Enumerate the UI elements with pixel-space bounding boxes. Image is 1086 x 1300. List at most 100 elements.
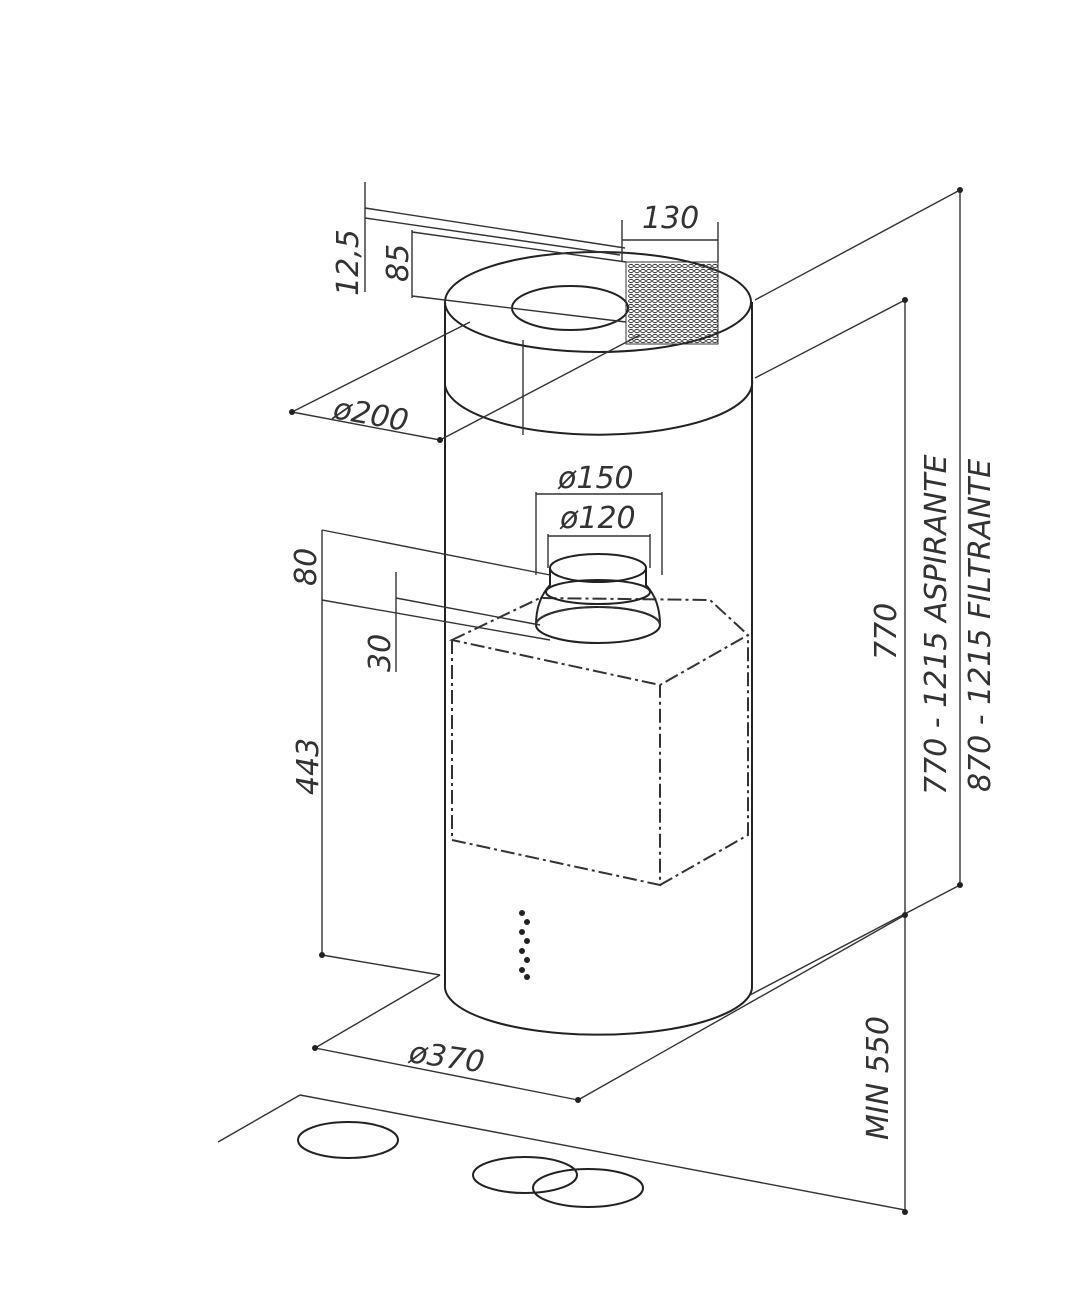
grille-slot <box>670 328 676 334</box>
grille-slot <box>664 323 670 329</box>
grille-slot <box>646 273 652 279</box>
grille-slot <box>664 303 670 309</box>
grille-slot <box>682 298 688 304</box>
grille-slot <box>640 338 646 344</box>
grille-slot <box>640 298 646 304</box>
grille-slot <box>646 323 652 329</box>
grille-slot <box>706 333 712 339</box>
grille-slot <box>700 308 706 314</box>
grille-slot <box>634 293 640 299</box>
grille-slot <box>652 288 658 294</box>
grille-slot <box>700 263 706 269</box>
grille-slot <box>640 328 646 334</box>
outlet-duct <box>535 553 661 644</box>
grille-slot <box>694 323 700 329</box>
grille-slot <box>706 303 712 309</box>
grille-slot <box>712 278 718 284</box>
label-aspirante-range: 770 - 1215 ASPIRANTE <box>919 454 954 795</box>
grille-slot <box>706 283 712 289</box>
grille-slot <box>646 293 652 299</box>
grille-slot <box>634 303 640 309</box>
grille-slot <box>694 263 700 269</box>
grille-slot <box>688 303 694 309</box>
grille-slot <box>664 313 670 319</box>
grille-slot <box>664 298 670 304</box>
grille-slot <box>664 308 670 314</box>
grille-slot <box>634 328 640 334</box>
grille-slot <box>694 273 700 279</box>
grille-slot <box>676 328 682 334</box>
grille-slot <box>658 313 664 319</box>
grille-slot <box>664 318 670 324</box>
grille-slot <box>670 323 676 329</box>
grille-slot <box>628 328 634 334</box>
grille-slot <box>682 293 688 299</box>
grille-slot <box>688 268 694 274</box>
grille-slot <box>712 338 718 344</box>
grille-slot <box>670 263 676 269</box>
grille-slot <box>700 318 706 324</box>
grille-slot <box>712 268 718 274</box>
grille-slot <box>640 323 646 329</box>
grille-slot <box>682 308 688 314</box>
grille-slot <box>664 288 670 294</box>
grille-slot <box>676 313 682 319</box>
label-min-clearance: MIN 550 <box>861 1016 896 1140</box>
grille-slot <box>712 308 718 314</box>
grille-slot <box>640 313 646 319</box>
grille-slot <box>682 323 688 329</box>
grille-slot <box>640 333 646 339</box>
grille-slot <box>634 298 640 304</box>
grille-slot <box>652 303 658 309</box>
grille-slot <box>670 313 676 319</box>
grille-slot <box>694 293 700 299</box>
grille-slot <box>712 328 718 334</box>
grille-slot <box>652 298 658 304</box>
label-grille-height: 85 <box>381 244 416 282</box>
grille-slot <box>670 318 676 324</box>
grille-slot <box>712 333 718 339</box>
grille-slot <box>694 318 700 324</box>
grille-slot <box>628 323 634 329</box>
grille-slot <box>694 303 700 309</box>
grille-slot <box>676 263 682 269</box>
grille-slot <box>694 268 700 274</box>
grille-slot <box>634 338 640 344</box>
grille-slot <box>646 308 652 314</box>
grille-slot <box>640 263 646 269</box>
grille-slot <box>676 273 682 279</box>
grille-slot <box>658 303 664 309</box>
grille-slot <box>658 263 664 269</box>
grille-slot <box>658 288 664 294</box>
grille-slot <box>670 308 676 314</box>
grille-slot <box>682 313 688 319</box>
grille-slot <box>634 308 640 314</box>
grille-slot <box>694 338 700 344</box>
grille-slot <box>658 283 664 289</box>
grille-slot <box>676 333 682 339</box>
label-outlet-height: 80 <box>289 548 324 586</box>
grille-slot <box>688 338 694 344</box>
grille-slot <box>652 318 658 324</box>
grille-slot <box>706 273 712 279</box>
grille-slot <box>652 278 658 284</box>
grille-slot <box>712 263 718 269</box>
grille-slot <box>646 283 652 289</box>
grille-slot <box>658 298 664 304</box>
grille-slot <box>640 318 646 324</box>
grille-slot <box>640 288 646 294</box>
grille-slot <box>694 278 700 284</box>
grille-slot <box>652 268 658 274</box>
grille-slot <box>700 338 706 344</box>
grille-slot <box>628 308 634 314</box>
grille-slot <box>628 318 634 324</box>
grille-slot <box>670 278 676 284</box>
grille-slot <box>712 318 718 324</box>
grille-slot <box>706 263 712 269</box>
grille-slot <box>628 293 634 299</box>
grille-slot <box>646 338 652 344</box>
dimension-lines <box>289 182 963 1215</box>
label-motor-height: 443 <box>291 738 326 795</box>
grille-slot <box>670 288 676 294</box>
grille-slot <box>670 268 676 274</box>
